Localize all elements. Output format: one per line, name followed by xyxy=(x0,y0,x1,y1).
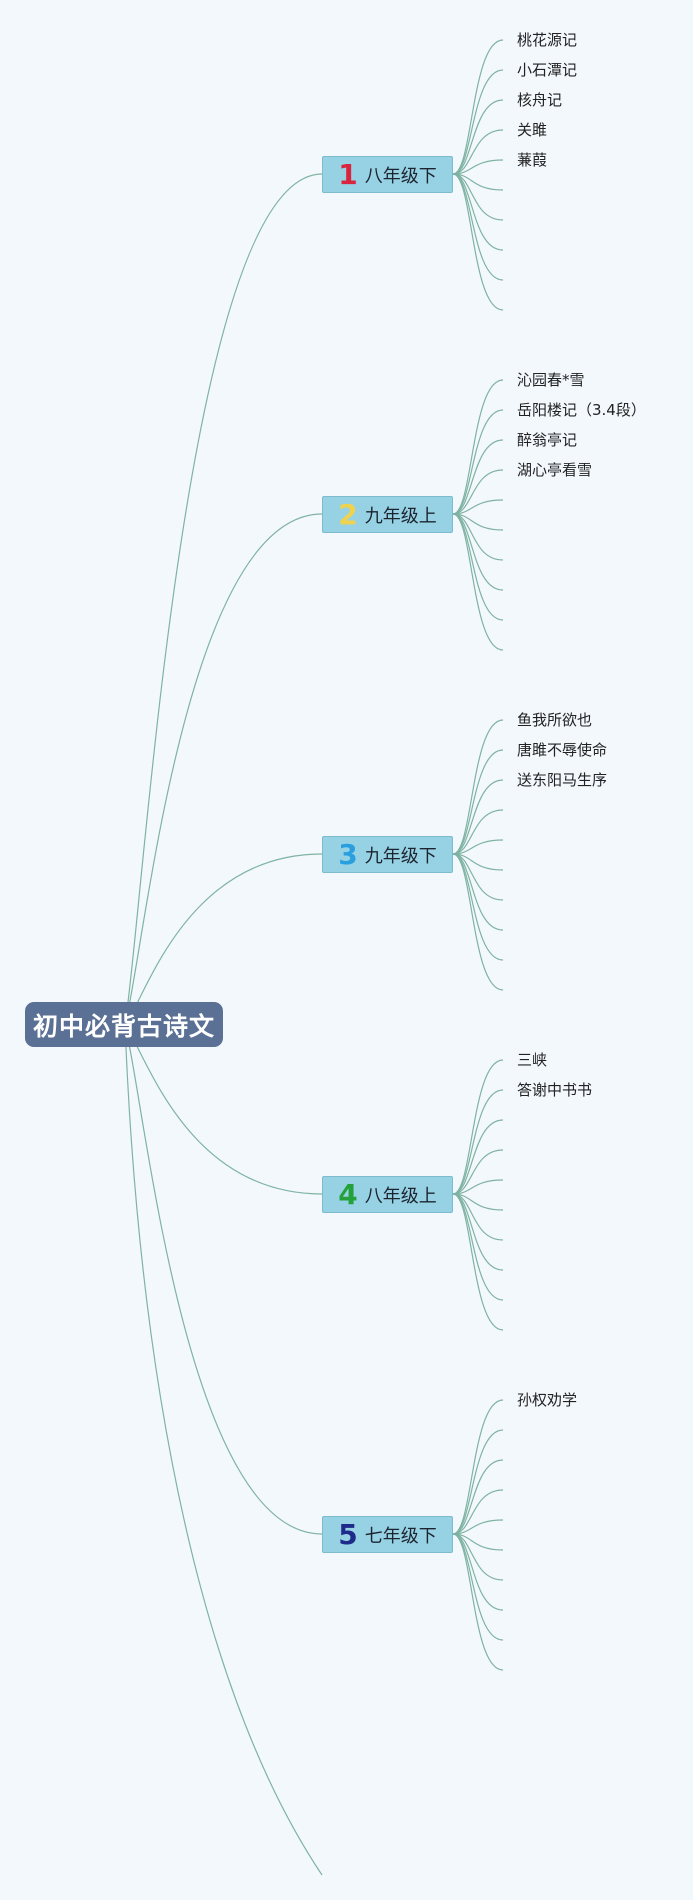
subtopic[interactable]: 鱼我所欲也 xyxy=(517,711,593,729)
leaf-connector xyxy=(452,99,504,175)
leaf-connector xyxy=(452,513,504,591)
root-topic-label: 初中必背古诗文 xyxy=(32,1011,215,1041)
leaf-connector xyxy=(452,439,504,515)
subtopic[interactable]: 沁园春*雪 xyxy=(517,371,585,389)
leaf-connector xyxy=(452,1193,504,1331)
leaf-connector xyxy=(452,469,504,515)
subtopic[interactable]: 答谢中书书 xyxy=(517,1081,593,1099)
subtopic[interactable]: 唐雎不辱使命 xyxy=(517,741,608,759)
leaf-connector xyxy=(452,129,504,175)
leaf-connector xyxy=(452,1429,504,1535)
leaf-connector xyxy=(452,853,504,991)
badge-number-4: 4 xyxy=(338,1177,358,1211)
subtopic[interactable]: 三峡 xyxy=(517,1051,548,1069)
leaf-connector xyxy=(452,69,504,175)
leaf-connector xyxy=(452,779,504,855)
leaf-connector xyxy=(452,1089,504,1195)
leaf-connector xyxy=(452,409,504,515)
leaf-connector xyxy=(452,809,504,855)
leaf-connector xyxy=(452,749,504,855)
leaf-connector xyxy=(452,513,504,561)
leaf-connector xyxy=(452,1533,504,1671)
branch-topic-1[interactable]: 1 八年级下 xyxy=(322,156,453,193)
leaf-connector xyxy=(452,1459,504,1535)
leaf-connector xyxy=(452,173,504,251)
subtopic[interactable]: 核舟记 xyxy=(517,91,563,109)
badge-number-2: 2 xyxy=(338,497,358,531)
branch-topic-3-label: 九年级下 xyxy=(364,845,437,867)
subtopic[interactable]: 湖心亭看雪 xyxy=(517,461,593,479)
leaf-connector xyxy=(452,513,504,651)
leaf-connector xyxy=(452,499,504,515)
leaf-connector xyxy=(452,1193,504,1241)
leaf-connector xyxy=(452,1533,504,1581)
root-branch-connector-5 xyxy=(124,1024,323,1535)
subtopic[interactable]: 孙权劝学 xyxy=(517,1391,578,1409)
leaf-connector xyxy=(452,853,504,931)
badge-number-1: 1 xyxy=(338,157,358,191)
root-topic[interactable]: 初中必背古诗文 xyxy=(25,1002,223,1047)
leaf-connector xyxy=(452,1149,504,1195)
subtopic[interactable]: 醉翁亭记 xyxy=(517,431,578,449)
leaf-connector xyxy=(452,1399,504,1535)
leaf-connector xyxy=(452,719,504,855)
subtopic[interactable]: 送东阳马生序 xyxy=(517,771,608,789)
branch-topic-3[interactable]: 3 九年级下 xyxy=(322,836,453,873)
subtopic[interactable]: 桃花源记 xyxy=(517,31,578,49)
leaf-connector xyxy=(452,379,504,515)
branch-topic-5[interactable]: 5 七年级下 xyxy=(322,1516,453,1553)
leaf-connector xyxy=(452,1533,504,1611)
leaf-connector xyxy=(452,1489,504,1535)
leaf-connector xyxy=(452,173,504,221)
branch-topic-4-label: 八年级上 xyxy=(364,1185,437,1207)
badge-number-5: 5 xyxy=(338,1517,358,1551)
badge-number-3: 3 xyxy=(338,837,358,871)
leaf-connector xyxy=(452,853,504,901)
leaf-connector xyxy=(452,1119,504,1195)
subtopic[interactable]: 关雎 xyxy=(517,121,548,139)
leaf-connector xyxy=(452,1179,504,1195)
leaf-connector xyxy=(452,1519,504,1535)
leaf-connector xyxy=(452,1059,504,1195)
root-branch-connector-4 xyxy=(124,1024,323,1195)
branch-topic-2[interactable]: 2 九年级上 xyxy=(322,496,453,533)
root-branch-connector-3 xyxy=(124,853,323,1026)
subtopic[interactable]: 蒹葭 xyxy=(517,151,548,169)
branch-topic-4[interactable]: 4 八年级上 xyxy=(322,1176,453,1213)
subtopic[interactable]: 小石潭记 xyxy=(517,61,578,79)
root-branch-connector-6 xyxy=(124,1024,323,1876)
leaf-connector xyxy=(452,173,504,311)
branch-topic-1-label: 八年级下 xyxy=(364,165,437,187)
subtopic[interactable]: 岳阳楼记（3.4段） xyxy=(517,401,646,419)
branch-topic-2-label: 九年级上 xyxy=(364,505,437,527)
root-branch-connector-2 xyxy=(124,513,323,1026)
leaf-connector xyxy=(452,1193,504,1271)
branch-topic-5-label: 七年级下 xyxy=(364,1525,437,1547)
root-branch-connector-1 xyxy=(124,173,323,1026)
leaf-connector xyxy=(452,159,504,175)
leaf-connector xyxy=(452,39,504,175)
leaf-connector xyxy=(452,839,504,855)
